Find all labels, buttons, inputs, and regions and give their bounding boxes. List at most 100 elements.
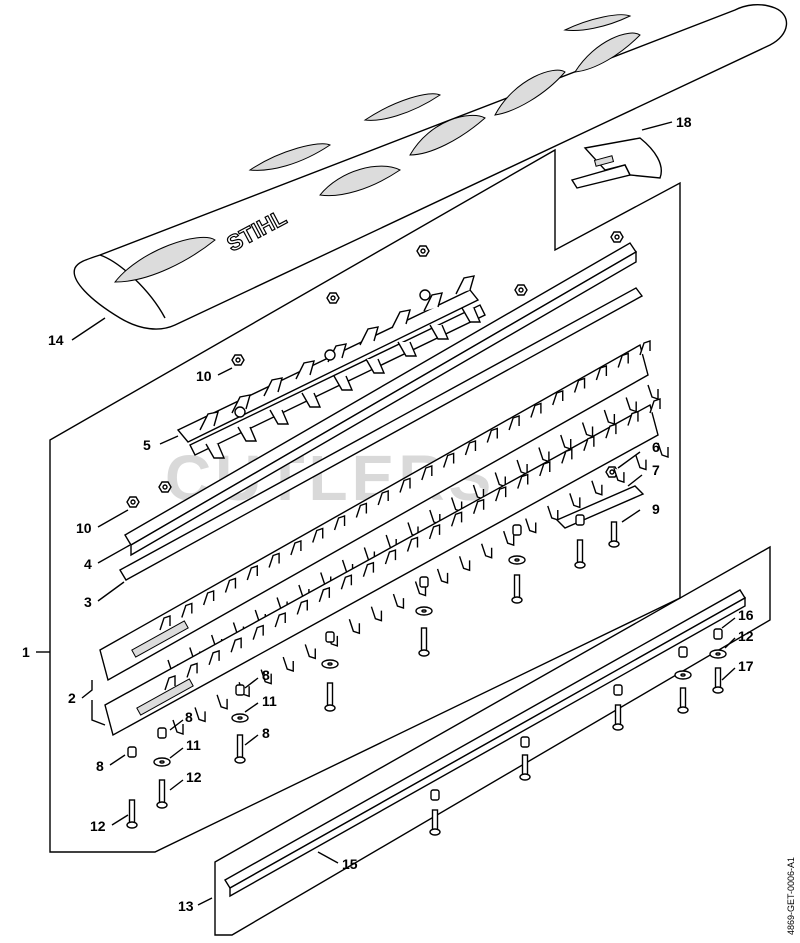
bar-part-4 [124, 242, 637, 557]
callout-7: 7 [652, 462, 660, 478]
spacer [325, 631, 335, 643]
callout-10-c: 12 [738, 628, 754, 644]
spacer [419, 576, 429, 588]
spacer [235, 684, 245, 696]
bracket-tooth [423, 292, 443, 312]
blade-tooth [202, 590, 215, 606]
bolt-head [677, 706, 689, 714]
bracket-tooth [295, 360, 315, 380]
blade-tooth [304, 644, 316, 660]
bolt-head [511, 596, 523, 604]
callout-15: 15 [342, 856, 358, 872]
blade-tooth [538, 447, 550, 463]
blade-tooth [573, 377, 586, 393]
blade-tooth [508, 415, 520, 431]
callout-8-b: 8 [185, 709, 193, 725]
blade-tooth [348, 619, 361, 635]
blade-tooth [525, 518, 537, 534]
bolt [576, 539, 584, 566]
bracket-tooth [461, 307, 482, 323]
bracket-part-5 [176, 275, 486, 459]
bracket-tooth [333, 375, 354, 391]
washer-hole [680, 673, 686, 677]
nut-hole [235, 357, 241, 363]
blade-tooth [252, 624, 264, 640]
nut-hole [162, 484, 168, 490]
callout-18: 18 [676, 114, 692, 130]
callout-4: 4 [84, 556, 92, 572]
blade-tooth [230, 637, 242, 653]
callout-12-b: 12 [90, 818, 106, 834]
blade-tooth [399, 477, 411, 493]
callout-1: 1 [22, 644, 30, 660]
blade-tooth [649, 398, 661, 414]
blade-tooth [355, 502, 368, 518]
callout-16: 16 [738, 607, 754, 623]
nut-hole [420, 248, 426, 254]
blade-tooth [635, 455, 647, 471]
callout-17: 17 [738, 658, 754, 674]
blade-tooth [613, 467, 625, 484]
blade-tooth [362, 561, 375, 577]
bracket-tooth [301, 392, 322, 408]
blade-tooth [436, 568, 449, 584]
blade-tooth [246, 565, 258, 581]
callout-9-left: 8 [262, 725, 270, 741]
washer-hole [237, 716, 243, 720]
clip-part-18 [570, 137, 662, 189]
bolt-head [574, 561, 586, 569]
blade-tooth [595, 365, 608, 381]
bolt-head [324, 704, 336, 712]
blade-tooth [494, 472, 506, 488]
blade-tooth [312, 527, 324, 543]
bolt [513, 574, 521, 601]
blade-tooth [647, 384, 659, 400]
blade-tooth [296, 599, 308, 615]
blade-tooth [282, 656, 294, 673]
callout-3: 3 [84, 594, 92, 610]
blade-tooth [181, 602, 193, 618]
blade-tooth [450, 511, 463, 527]
blade-tooth [591, 480, 603, 496]
blade-tooth [268, 552, 280, 568]
blade-tooth [384, 549, 397, 565]
blade-tooth [290, 540, 302, 556]
callout-11-upper: 10 [196, 368, 212, 384]
blade-tooth [318, 586, 331, 603]
blade-tooth [340, 574, 353, 590]
bolt-head [612, 723, 624, 731]
strip-part-3 [119, 287, 644, 581]
bracket-tooth [429, 324, 450, 340]
washer-hole [327, 662, 333, 666]
bolt-head [608, 540, 620, 548]
blade-tooth [583, 435, 595, 451]
blade-tooth [517, 473, 529, 489]
bracket-tooth [199, 411, 219, 431]
bolt [128, 799, 136, 826]
bracket-tooth [263, 377, 283, 397]
blade-tooth [560, 434, 572, 450]
spacer [520, 736, 530, 748]
callout-8-c: 8 [96, 758, 104, 774]
callout-8-a: 8 [262, 667, 270, 683]
assembly-frame-14 [214, 545, 771, 936]
blade-tooth [657, 442, 669, 458]
blade-tooth [547, 505, 559, 521]
blade-tooth [503, 530, 515, 547]
blade-tooth [274, 612, 286, 628]
bracket-tooth [269, 409, 290, 425]
spacer [678, 646, 688, 658]
blade-tooth [625, 397, 637, 413]
reference-code: 4869-GET-0006-A1 [786, 857, 796, 935]
blade-tooth [569, 493, 581, 509]
blade-tooth [605, 423, 617, 439]
spacer [430, 789, 440, 801]
scabbard-part-13: STIHL [73, 3, 788, 330]
blade-tooth [639, 340, 651, 356]
blade-tooth [260, 669, 272, 685]
blade-tooth [464, 440, 477, 456]
callout-13: 14 [48, 332, 64, 348]
bracket-tooth [365, 358, 386, 374]
callout-11-lower: 10 [76, 520, 92, 536]
